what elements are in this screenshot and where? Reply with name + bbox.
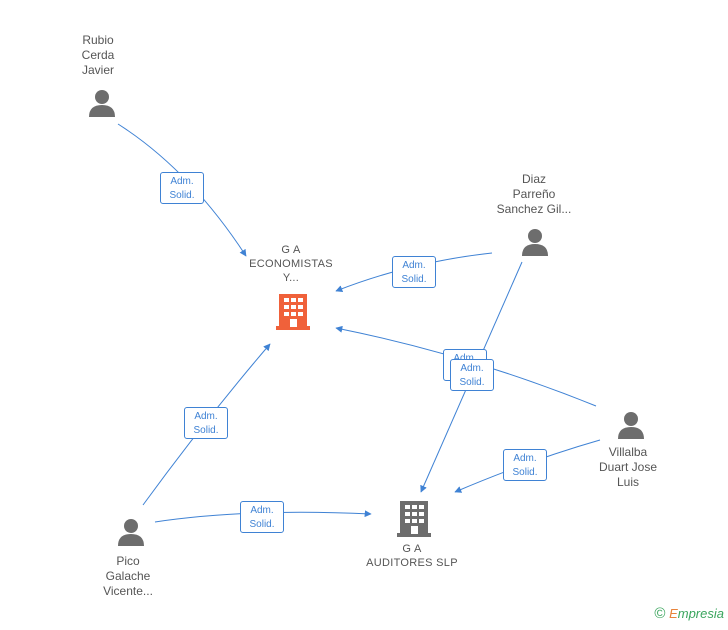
label-line: G A bbox=[281, 244, 301, 256]
person-icon[interactable] bbox=[616, 410, 646, 440]
node-label-villalba[interactable]: Villalba Duart Jose Luis bbox=[588, 445, 668, 490]
label-line: Diaz bbox=[521, 172, 546, 186]
node-label-rubio[interactable]: Rubio Cerda Javier bbox=[62, 33, 134, 78]
edge-label-line: Solid. bbox=[249, 519, 275, 530]
brand-logo-text: Empresia bbox=[669, 606, 724, 621]
person-icon[interactable] bbox=[116, 517, 146, 547]
edge-label-line: Adm. bbox=[170, 176, 194, 187]
edge-label-pico-gaeco[interactable]: Adm. Solid. bbox=[184, 407, 228, 439]
node-label-ga-auditores[interactable]: G A AUDITORES SLP bbox=[357, 542, 467, 570]
edge-label-pico-gaaud[interactable]: Adm. Solid. bbox=[240, 501, 284, 533]
edge-label-line: Adm. bbox=[460, 363, 484, 374]
edge-label-line: Adm. bbox=[444, 352, 486, 366]
label-line: Javier bbox=[81, 63, 114, 77]
label-line: G A bbox=[402, 543, 422, 555]
edge-label-diaz-gaeco[interactable]: Adm. Solid. bbox=[392, 256, 436, 288]
label-line: Parreño bbox=[512, 187, 556, 201]
edge-label-villalba-gaaud[interactable]: Adm. Solid. bbox=[503, 449, 547, 481]
person-icon[interactable] bbox=[520, 227, 550, 257]
node-label-diaz[interactable]: Diaz Parreño Sanchez Gil... bbox=[484, 172, 584, 217]
building-icon[interactable] bbox=[397, 501, 431, 537]
label-line: AUDITORES SLP bbox=[366, 557, 458, 569]
person-icon[interactable] bbox=[87, 88, 117, 118]
brand-initial: E bbox=[669, 606, 678, 621]
edge-label-line: Solid. bbox=[512, 467, 538, 478]
edge-label-diaz-gaaud[interactable]: Adm. Solid. bbox=[450, 359, 494, 391]
edge-label-rubio-gaeco[interactable]: Adm. Solid. bbox=[160, 172, 204, 204]
edge-label-line: Adm. bbox=[513, 453, 537, 464]
building-icon-main[interactable] bbox=[276, 294, 310, 330]
label-line: Sanchez Gil... bbox=[496, 202, 572, 216]
edge-label-line: Solid. bbox=[459, 377, 485, 388]
label-line: Pico bbox=[116, 554, 140, 568]
footer-brand[interactable]: © Empresia bbox=[654, 605, 724, 622]
label-line: Villalba bbox=[608, 445, 648, 459]
label-line: Duart Jose bbox=[598, 460, 658, 474]
label-line: Luis bbox=[616, 475, 639, 489]
label-line: Cerda bbox=[81, 48, 115, 62]
edge-label-line: Solid. bbox=[401, 274, 427, 285]
label-line: Rubio bbox=[82, 33, 114, 47]
label-line: Galache bbox=[105, 569, 151, 583]
node-label-pico[interactable]: Pico Galache Vicente... bbox=[88, 554, 168, 599]
label-line: Vicente... bbox=[103, 584, 153, 598]
brand-rest: mpresia bbox=[677, 606, 724, 621]
copyright-symbol: © bbox=[654, 605, 666, 622]
edge-label-line: Adm. bbox=[250, 505, 274, 516]
edge-label-line: Solid. bbox=[193, 425, 219, 436]
node-label-ga-economistas[interactable]: G A ECONOMISTAS Y... bbox=[236, 243, 346, 285]
label-line: Y... bbox=[282, 272, 300, 284]
edge-label-line: Solid. bbox=[169, 190, 195, 201]
edge-label-line: Adm. bbox=[194, 411, 218, 422]
edge-label-line: Adm. bbox=[402, 260, 426, 271]
label-line: ECONOMISTAS bbox=[249, 258, 333, 270]
